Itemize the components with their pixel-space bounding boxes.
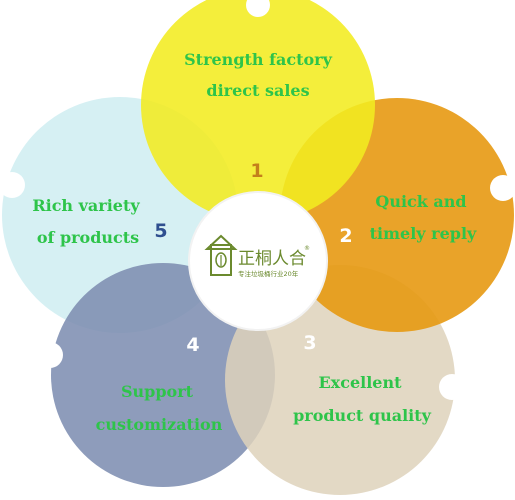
petal-3-line-2: product quality [293,406,432,425]
center-circle [189,192,327,330]
house-logo-icon [204,234,238,276]
petal-5-line-1: Rich variety [32,196,140,215]
petal-1-title: Strength factory [184,50,332,69]
petal-3-line-1: Excellent [318,373,402,392]
logo-registered-mark: ® [304,245,310,252]
logo-subtitle: 专注垃圾桶行业20年 [238,269,299,278]
petal-2-line-2: timely reply [370,224,477,243]
logo-brand-name: 正桐人合 [238,249,306,269]
petal-2-number: 2 [339,225,352,247]
petal-1-shape [141,0,375,222]
petal-3-number: 3 [303,332,316,354]
petal-5-number: 5 [154,220,167,242]
petal-5-title: Rich variety [32,196,140,215]
petal-4-line-2: customization [96,415,223,434]
petal-4-subtitle: customization [96,415,223,434]
petal-2-subtitle: timely reply [370,224,477,243]
petal-1 [141,0,375,222]
center-logo: 正桐人合 ® 专注垃圾桶行业20年 [188,191,328,331]
petal-1-line-1: Strength factory [184,50,332,69]
petal-4-line-1: Support [121,382,194,401]
petal-2-line-1: Quick and [375,192,466,211]
center-circle-rim [188,191,328,331]
petal-1-line-2: direct sales [206,81,309,100]
petal-1-number: 1 [250,160,263,182]
petal-5-line-2: of products [37,228,139,247]
petal-2-title: Quick and [375,192,466,211]
petal-3-subtitle: product quality [293,406,432,425]
petal-4-title: Support [121,382,194,401]
petal-1-subtitle: direct sales [206,81,309,100]
petal-4-number: 4 [186,334,199,356]
petal-3-title: Excellent [318,373,402,392]
petal-5-subtitle: of products [37,228,139,247]
